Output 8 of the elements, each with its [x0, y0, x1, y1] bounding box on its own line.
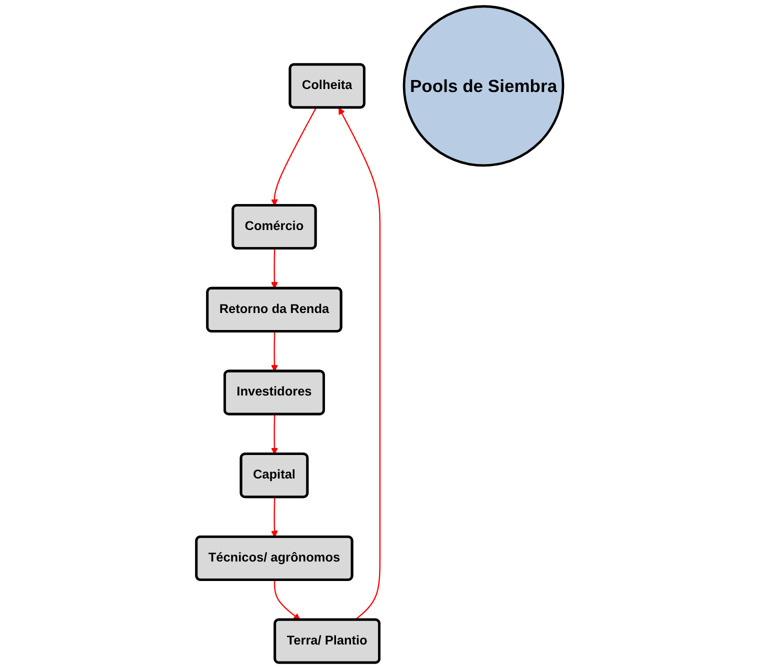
node-circle: Pools de Siembra	[402, 5, 564, 167]
arrow	[270, 108, 316, 206]
arrow	[338, 108, 380, 620]
arrow	[270, 414, 278, 455]
arrow	[270, 497, 278, 538]
arrow	[274, 580, 300, 620]
arrow	[270, 332, 278, 372]
arrow	[270, 248, 278, 289]
